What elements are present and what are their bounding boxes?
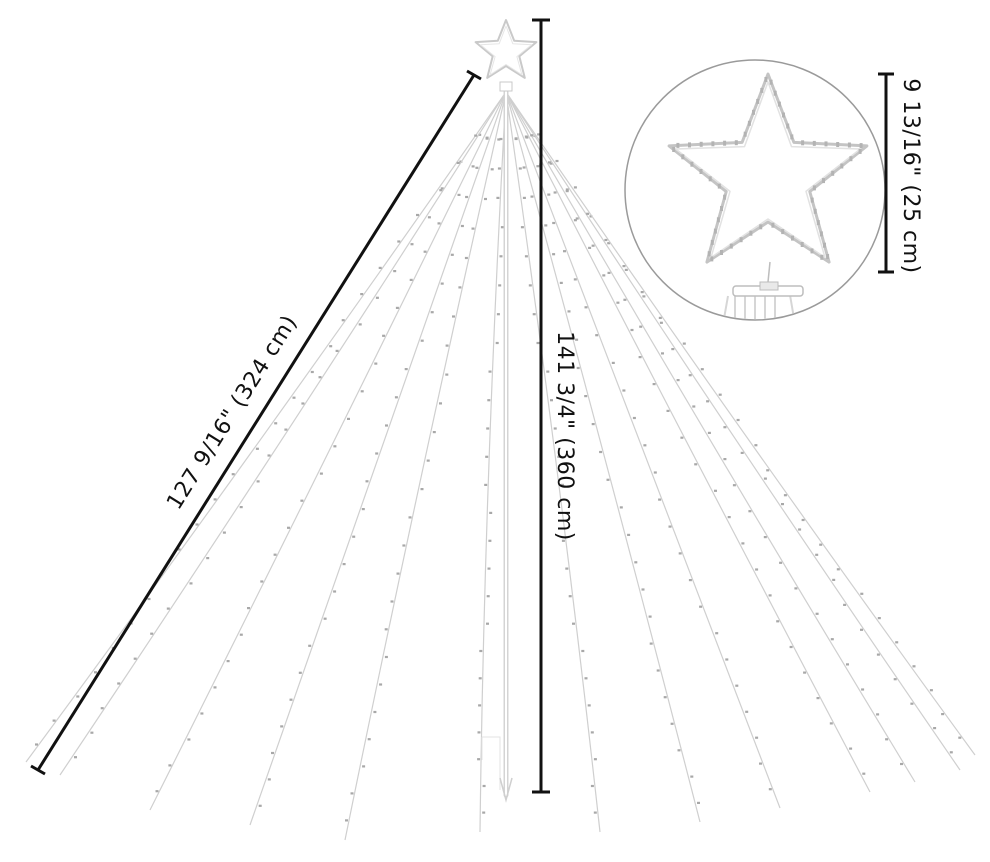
- slant-length-dimension: 127 9/16" (324 cm): [30, 69, 482, 776]
- star-detail-inset: [624, 59, 886, 321]
- center-pole: [481, 89, 513, 803]
- star-icon: [667, 72, 869, 264]
- pole-top-detail: [721, 261, 804, 319]
- total-height-label: 141 3/4" (360 cm): [552, 331, 577, 541]
- star-icon: [474, 19, 538, 92]
- slant-length-label: 127 9/16" (324 cm): [162, 311, 302, 514]
- total-height-dimension: 141 3/4" (360 cm): [532, 18, 577, 794]
- light-strands: [25, 91, 976, 841]
- star-height-dimension: 9 13/16" (25 cm): [878, 72, 923, 274]
- star-height-label: 9 13/16" (25 cm): [898, 78, 923, 273]
